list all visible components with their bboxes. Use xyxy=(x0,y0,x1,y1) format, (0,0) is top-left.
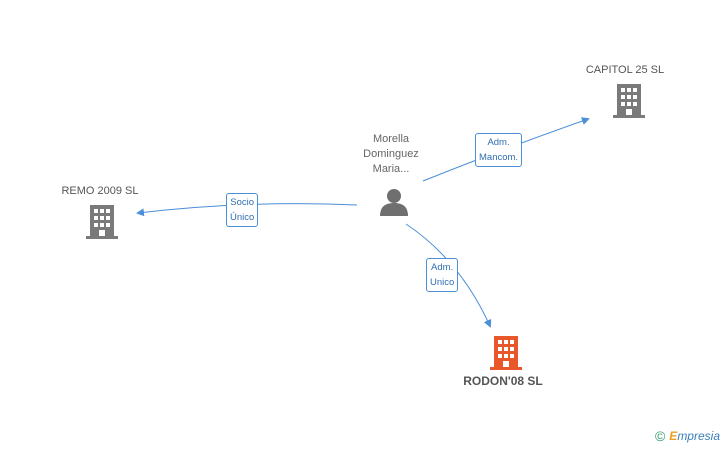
person-name-line-3: Maria... xyxy=(372,163,410,175)
edge-label-socio-unico[interactable]: Socio Único xyxy=(226,193,259,227)
logo-text: mpresia xyxy=(677,429,720,443)
edge-label-line-1: Adm. xyxy=(431,262,454,273)
edge-label-line-1: Socio xyxy=(230,197,255,208)
edge-label-line-2: Unico xyxy=(430,277,455,288)
remo-building-icon[interactable] xyxy=(86,205,118,239)
footer-brand[interactable]: © Empresia xyxy=(655,428,720,444)
person-name-line-1: Morella xyxy=(372,133,410,145)
capitol-label[interactable]: CAPITOL 25 SL xyxy=(585,64,665,76)
logo-letter-e: E xyxy=(669,429,678,443)
remo-label[interactable]: REMO 2009 SL xyxy=(61,185,139,197)
rodon-building-icon[interactable] xyxy=(490,336,522,370)
edge-label-adm-unico[interactable]: Adm. Unico xyxy=(426,258,459,292)
edge-label-line-1: Adm. xyxy=(487,137,510,148)
capitol-building-icon[interactable] xyxy=(613,84,645,118)
edge-label-adm-mancom[interactable]: Adm. Mancom. xyxy=(475,133,523,167)
person-name-line-2: Dominguez xyxy=(363,148,419,160)
rodon-label[interactable]: RODON'08 SL xyxy=(463,374,543,388)
person-name[interactable]: Morella Dominguez Maria... xyxy=(350,132,432,177)
edge-label-line-2: Único xyxy=(230,212,255,223)
person-icon[interactable] xyxy=(379,187,409,217)
copyright-icon: © xyxy=(654,428,666,444)
empresia-logo: Empresia xyxy=(669,429,720,443)
edge-label-line-2: Mancom. xyxy=(479,152,519,163)
